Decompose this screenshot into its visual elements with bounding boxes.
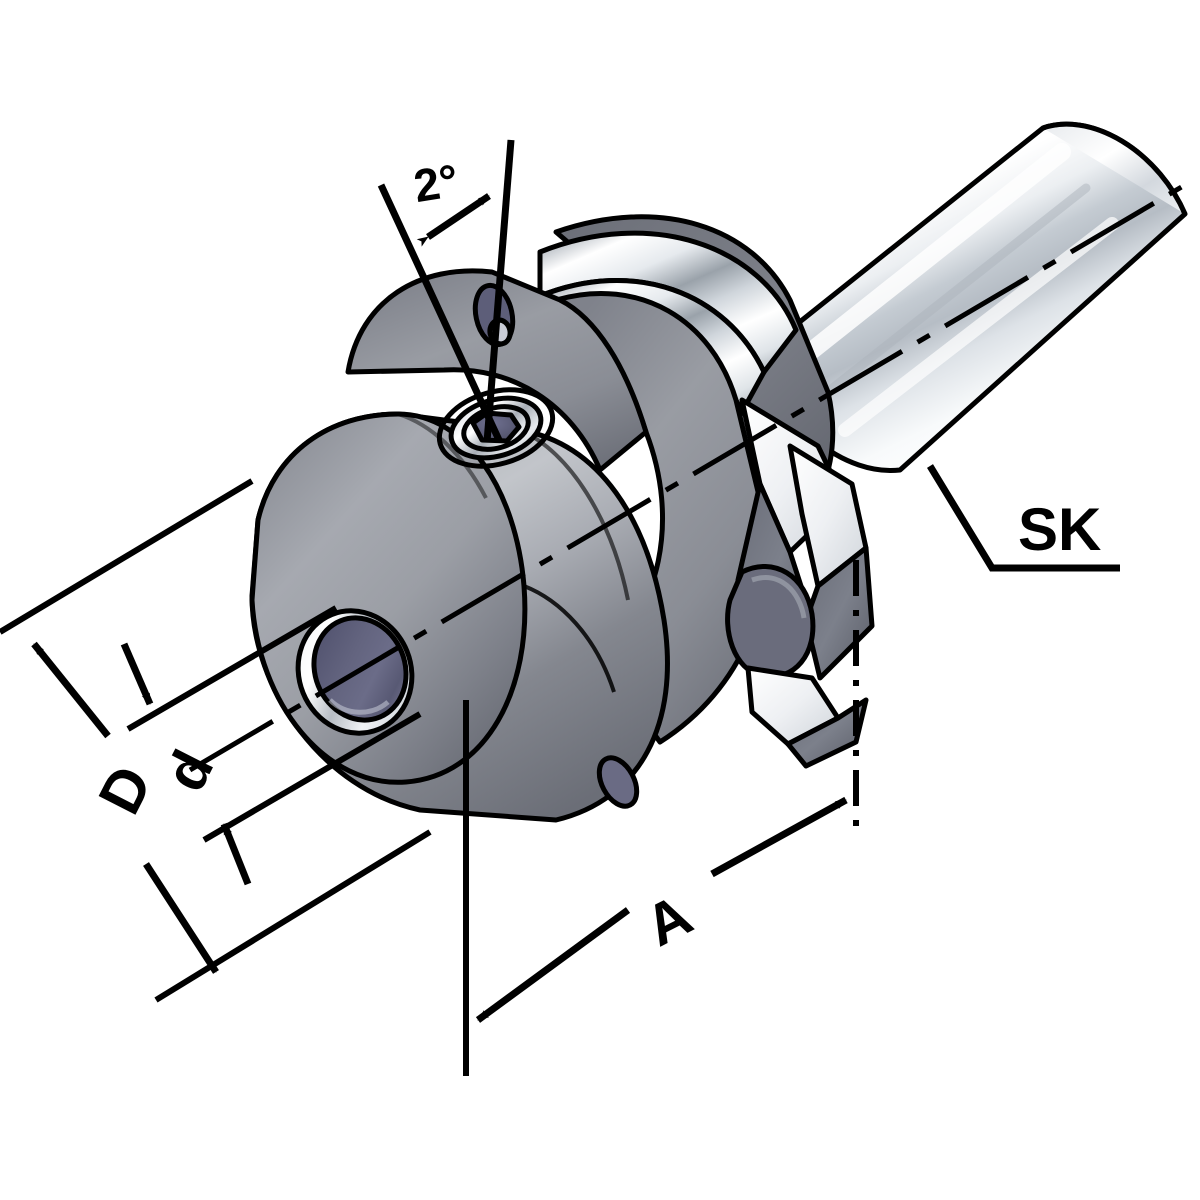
sk-leader-line bbox=[927, 464, 1120, 572]
bore-diameter-dimension bbox=[120, 605, 422, 886]
set-screw-bottom bbox=[596, 755, 640, 809]
angle-label: 2° bbox=[410, 153, 462, 213]
outer-diameter-dimension bbox=[0, 478, 432, 1003]
center-axis bbox=[188, 179, 1192, 773]
angle-callout-geometry bbox=[377, 139, 515, 443]
projection-length-dimension bbox=[463, 560, 859, 1076]
taper-shank bbox=[759, 121, 1188, 473]
sk-shank-label: SK bbox=[1018, 496, 1102, 563]
